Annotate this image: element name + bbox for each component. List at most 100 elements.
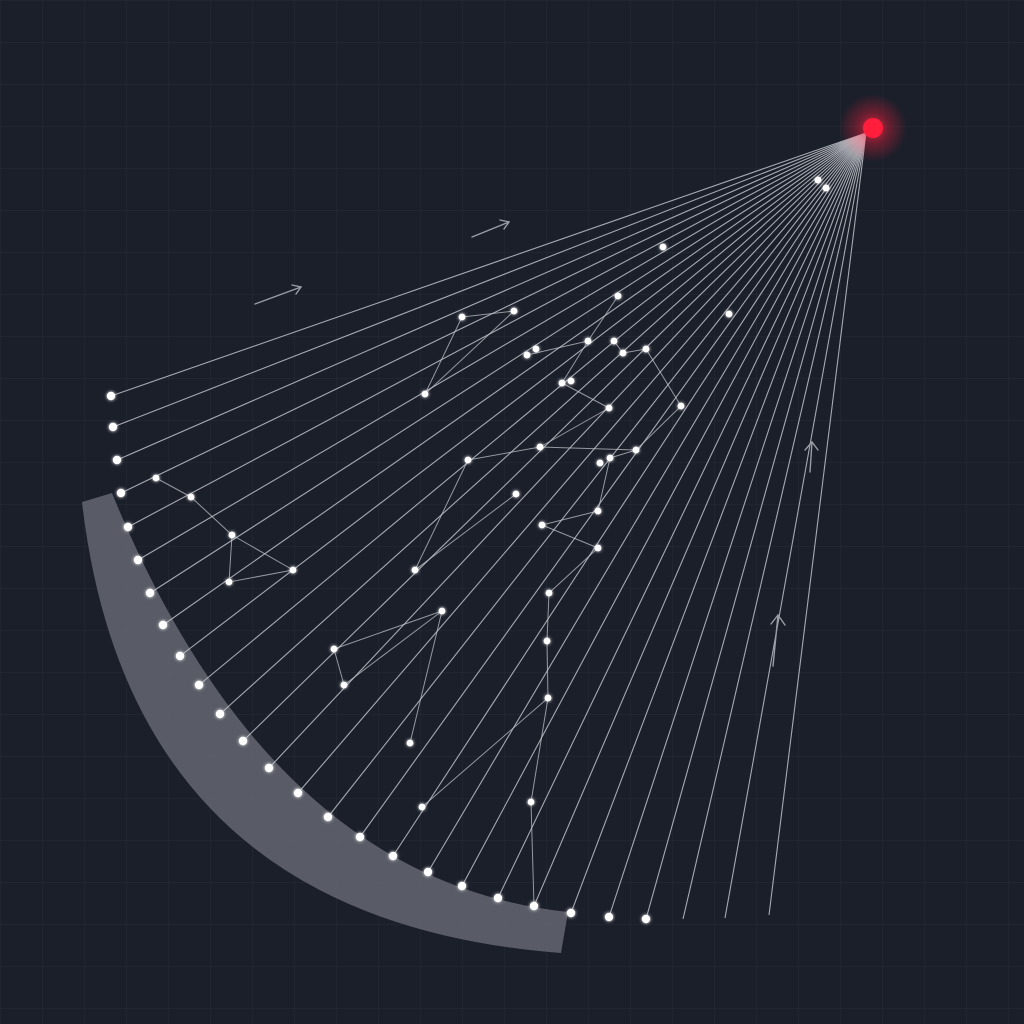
- scatter-link: [228, 534, 233, 583]
- scatter-link: [541, 524, 599, 549]
- ray-endpoint-node: [566, 908, 576, 918]
- scatter-link: [424, 316, 463, 395]
- ray-endpoint-node: [388, 851, 398, 861]
- scatter-link: [541, 510, 599, 526]
- arrow-icon: [770, 613, 786, 667]
- ray-endpoint-node: [123, 522, 133, 532]
- ray-line: [461, 132, 867, 887]
- scatter-node: [558, 379, 566, 387]
- scatter-link: [409, 610, 443, 744]
- ray-line: [116, 132, 867, 461]
- scatter-link: [333, 648, 345, 686]
- ray-endpoint-node: [323, 812, 333, 822]
- ray-endpoint-node: [493, 893, 503, 903]
- ray-endpoint-node: [112, 455, 122, 465]
- arrow-icon: [471, 219, 511, 238]
- ray-line: [219, 132, 867, 715]
- ray-line: [327, 132, 867, 818]
- scatter-node: [544, 694, 552, 702]
- scatter-node: [543, 637, 551, 645]
- scatter-link: [414, 459, 469, 571]
- ray-fan: [110, 132, 867, 920]
- scatter-node: [659, 243, 667, 251]
- scatter-node: [418, 803, 426, 811]
- ray-line: [497, 132, 867, 899]
- scatter-node: [411, 566, 419, 574]
- ray-line: [112, 132, 867, 428]
- ray-line: [162, 132, 867, 626]
- scatter-node: [614, 292, 622, 300]
- scatter-node: [523, 351, 531, 359]
- ray-endpoint-node: [116, 488, 126, 498]
- scatter-node: [545, 589, 553, 597]
- scatter-node: [464, 456, 472, 464]
- ray-line: [149, 132, 867, 594]
- flow-arrows: [254, 219, 819, 667]
- scatter-node: [610, 337, 618, 345]
- ray-endpoint-node: [529, 901, 539, 911]
- scatter-node: [725, 310, 733, 318]
- scatter-link: [190, 496, 233, 536]
- scatter-node: [152, 474, 160, 482]
- scatter-node: [289, 566, 297, 574]
- ray-line: [724, 132, 867, 919]
- scatter-node: [340, 681, 348, 689]
- scatter-link: [546, 592, 550, 642]
- scatter-node: [619, 349, 627, 357]
- scatter-link: [539, 407, 610, 448]
- scatter-link: [461, 310, 515, 318]
- arrow-icon: [804, 440, 819, 473]
- ray-line: [533, 132, 867, 907]
- scatter-node: [642, 345, 650, 353]
- ray-line: [198, 132, 867, 686]
- scatter-node: [606, 454, 614, 462]
- scatter-node: [512, 490, 520, 498]
- scatter-node: [532, 345, 540, 353]
- ray-line: [682, 132, 867, 920]
- ray-endpoint-node: [133, 555, 143, 565]
- scatter-node: [330, 645, 338, 653]
- ray-endpoint-node: [264, 763, 274, 773]
- ray-line: [570, 132, 867, 914]
- ray-line: [242, 132, 867, 742]
- ray-line: [137, 132, 867, 561]
- scatter-node: [187, 493, 195, 501]
- ray-endpoint-node: [238, 736, 248, 746]
- ray-line: [645, 132, 867, 920]
- ray-line: [427, 132, 867, 873]
- ray-line: [608, 132, 867, 918]
- scatter-link: [546, 640, 549, 699]
- scatter-link: [539, 446, 637, 451]
- ray-endpoint-node: [106, 391, 116, 401]
- scatter-node: [677, 402, 685, 410]
- scatter-link: [155, 477, 192, 498]
- detector-arc: [82, 493, 568, 953]
- scatter-node: [536, 443, 544, 451]
- ray-endpoint-node: [108, 422, 118, 432]
- scatter-node: [596, 459, 604, 467]
- ray-endpoint-node: [145, 588, 155, 598]
- scatter-link: [622, 348, 647, 354]
- scatter-node: [228, 531, 236, 539]
- scatter-node: [584, 337, 592, 345]
- scatter-node: [567, 377, 575, 385]
- scatter-link: [645, 348, 682, 407]
- scatter-link: [333, 610, 443, 650]
- scatter-node: [822, 184, 830, 192]
- scatter-node: [527, 798, 535, 806]
- scatter-node: [510, 307, 518, 315]
- ray-line: [297, 132, 867, 794]
- scatter-nodes: [152, 176, 830, 811]
- scatter-link: [530, 697, 549, 803]
- arrow-icon: [254, 284, 303, 305]
- scatter-link: [228, 569, 294, 583]
- scatter-link: [231, 534, 294, 571]
- ray-endpoint-node: [175, 651, 185, 661]
- scatter-link: [548, 547, 599, 594]
- scatter-node: [225, 578, 233, 586]
- scatter-node: [458, 313, 466, 321]
- ray-endpoint-node: [355, 832, 365, 842]
- scatter-link: [530, 801, 535, 907]
- scatter-node: [632, 446, 640, 454]
- scatter-node: [538, 521, 546, 529]
